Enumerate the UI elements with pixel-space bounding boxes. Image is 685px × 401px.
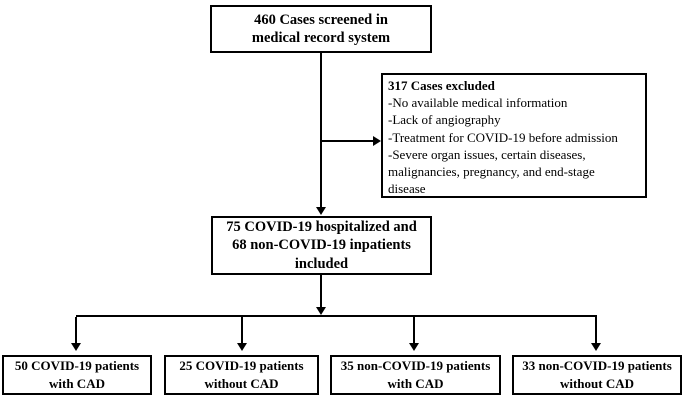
box-cases-excluded: 317 Cases excluded -No available medical… — [381, 73, 647, 198]
connector-drop-outcome-3 — [413, 317, 415, 343]
box-covid-with-cad: 50 COVID-19 patients with CAD — [2, 355, 152, 395]
arrowhead-down-outcome-1 — [71, 343, 81, 351]
connector-screened-to-included — [320, 53, 322, 207]
excluded-reason-line3: -Treatment for COVID-19 before admission — [388, 129, 618, 145]
arrowhead-right-excluded — [373, 136, 381, 146]
covid-without-cad-line2: without CAD — [204, 376, 279, 391]
box-patients-included: 75 COVID-19 hospitalized and 68 non-COVI… — [211, 216, 432, 275]
arrowhead-down-outcome-3 — [409, 343, 419, 351]
excluded-reason-line1: -No available medical information — [388, 95, 568, 111]
included-text-line1: 75 COVID-19 hospitalized and — [226, 218, 417, 235]
excluded-reason-line5: malignancies, pregnancy, and end-stage — [388, 164, 595, 180]
box-noncovid-without-cad: 33 non-COVID-19 patients without CAD — [512, 355, 682, 395]
arrowhead-down-distribution — [316, 307, 326, 315]
excluded-reason-line4: -Severe organ issues, certain diseases, — [388, 146, 586, 162]
cases-screened-text-line1: 460 Cases screened in — [254, 11, 388, 28]
excluded-reason-line6: disease — [388, 181, 426, 197]
arrowhead-down-included — [316, 207, 326, 215]
connector-drop-outcome-1 — [75, 317, 77, 343]
arrowhead-down-outcome-4 — [591, 343, 601, 351]
connector-drop-outcome-2 — [241, 317, 243, 343]
covid-without-cad-line1: 25 COVID-19 patients — [179, 357, 304, 373]
covid-with-cad-line1: 50 COVID-19 patients — [14, 357, 140, 373]
noncovid-without-cad-line2: without CAD — [559, 376, 635, 391]
excluded-reason-line2: -Lack of angiography — [388, 112, 501, 128]
noncovid-with-cad-line1: 35 non-COVID-19 patients — [340, 357, 491, 373]
connector-drop-outcome-4 — [595, 317, 597, 343]
box-noncovid-with-cad: 35 non-COVID-19 patients with CAD — [330, 355, 501, 395]
distribution-line — [76, 315, 597, 317]
box-cases-screened: 460 Cases screened in medical record sys… — [210, 5, 432, 53]
connector-included-to-distribution — [320, 275, 322, 307]
noncovid-without-cad-line1: 33 non-COVID-19 patients — [522, 357, 672, 373]
noncovid-with-cad-line2: with CAD — [387, 376, 444, 391]
cases-screened-text-line2: medical record system — [251, 30, 391, 46]
box-covid-without-cad: 25 COVID-19 patients without CAD — [164, 355, 319, 395]
connector-branch-to-excluded — [321, 140, 373, 142]
included-text-line3: included — [294, 255, 349, 272]
covid-with-cad-line2: with CAD — [49, 376, 105, 391]
cases-excluded-title: 317 Cases excluded — [388, 78, 495, 93]
included-text-line2: 68 non-COVID-19 inpatients — [232, 237, 411, 254]
arrowhead-down-outcome-2 — [237, 343, 247, 351]
